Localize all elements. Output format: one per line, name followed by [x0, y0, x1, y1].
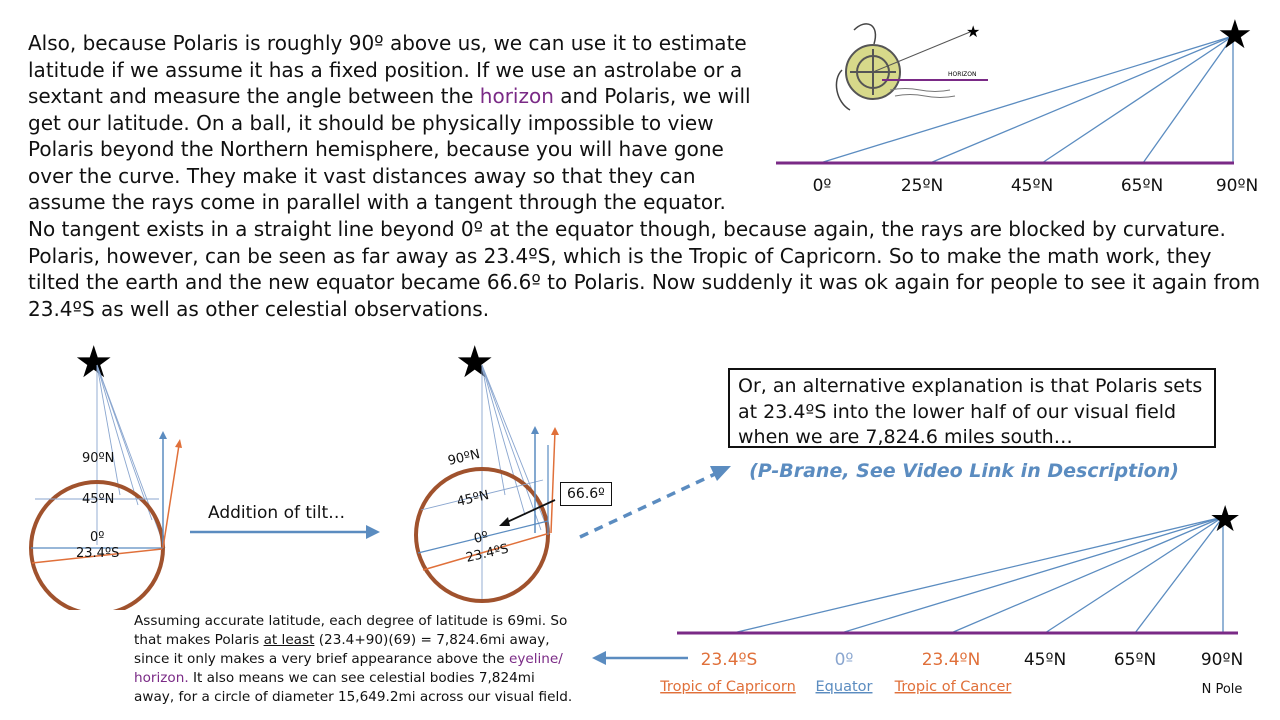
globe-tilted: ★ 90ºN 45ºN 0º 23.4ºS	[414, 337, 559, 603]
alt-line: at 23.4ºS into the lower half of our vis…	[738, 400, 1177, 423]
globe-label: 0º	[473, 529, 490, 547]
globe-label: 0º	[90, 530, 104, 545]
globe-label: 90ºN	[82, 451, 114, 466]
note-paragraph: Assuming accurate latitude, each degree …	[134, 612, 604, 707]
tilt-arrow	[190, 525, 380, 539]
small-star-icon: ★	[966, 22, 980, 41]
pbrane-caption: (P-Brane, See Video Link in Description)	[749, 460, 1179, 482]
globe-label: 90ºN	[447, 447, 482, 469]
top-diagram: ★ HORIZON ★ 0º 25ºN 45ºN 65ºN 90ºN	[776, 12, 1258, 196]
left-arrow	[592, 651, 688, 665]
note-line: that makes Polaris at least (23.4+90)(69…	[134, 632, 550, 648]
horizon-word: horizon	[479, 84, 554, 108]
globe-label: 23.4ºS	[465, 542, 511, 566]
lat-label: 90ºN	[1216, 176, 1258, 196]
intro-line: assume the rays come in parallel with a …	[28, 190, 726, 214]
polaris-star-icon: ★	[1209, 499, 1241, 540]
tropic-cancer-label: Tropic of Cancer	[894, 679, 1012, 695]
globe-label: 23.4ºS	[76, 546, 119, 561]
tilt-label: Addition of tilt…	[208, 503, 346, 523]
polaris-star-icon: ★	[74, 337, 113, 388]
lat-label: 90ºN	[1201, 650, 1243, 670]
lat-label: 45ºN	[1024, 650, 1066, 670]
lat-label: 25ºN	[901, 176, 943, 196]
note-line: away, for a circle of diameter 15,649.2m…	[134, 689, 573, 705]
alt-line: Or, an alternative explanation is that P…	[738, 375, 1203, 397]
body-paragraph: No tangent exists in a straight line bey…	[28, 217, 1261, 321]
polaris-star-icon: ★	[1217, 12, 1253, 58]
equator-label: Equator	[816, 679, 873, 695]
alternative-explanation-box: Or, an alternative explanation is that P…	[728, 368, 1216, 448]
lat-label: 23.4ºS	[701, 650, 758, 670]
note-line: horizon. It also means we can see celest…	[134, 670, 535, 686]
globe-label: 45ºN	[456, 488, 491, 510]
astrolabe-horizon-label: HORIZON	[948, 71, 977, 78]
intro-paragraph: Also, because Polaris is roughly 90º abo…	[28, 30, 788, 216]
astrolabe-illustration: ★ HORIZON	[835, 22, 988, 111]
globe-untilted: ★ 90ºN 45ºN 0º 23.4ºS	[29, 337, 182, 610]
globe-label: 45ºN	[82, 492, 114, 507]
note-line: Assuming accurate latitude, each degree …	[134, 613, 568, 629]
lat-label: 65ºN	[1121, 176, 1163, 196]
intro-line: Also, because Polaris is roughly 90º abo…	[28, 31, 747, 55]
angle-box: 66.6º	[560, 482, 612, 506]
note-line: since it only makes a very brief appeara…	[134, 651, 563, 667]
lat-label: 0º	[813, 176, 832, 196]
intro-line: sextant and measure the angle between th…	[28, 84, 480, 108]
intro-line: over the curve. They make it vast distan…	[28, 163, 696, 188]
intro-line: Polaris beyond the Northern hemisphere, …	[28, 137, 724, 161]
north-pole-label: N Pole	[1202, 682, 1243, 697]
lat-label: 45ºN	[1011, 176, 1053, 196]
intro-line: and Polaris, we will	[553, 84, 751, 108]
lat-label: 0º	[835, 650, 854, 670]
tropic-capricorn-label: Tropic of Capricorn	[659, 679, 796, 695]
alt-line: when we are 7,824.6 miles south…	[738, 426, 1073, 448]
bottom-diagram: ★ 23.4ºS 0º 23.4ºN 45ºN 65ºN 90ºN Tropic…	[659, 499, 1243, 697]
lat-label: 23.4ºN	[922, 650, 981, 670]
dashed-arrow	[579, 466, 731, 539]
intro-line: latitude if we assume it has a fixed pos…	[28, 57, 743, 82]
lat-label: 65ºN	[1114, 650, 1156, 670]
intro-line: get our latitude. On a ball, it should b…	[28, 110, 714, 135]
